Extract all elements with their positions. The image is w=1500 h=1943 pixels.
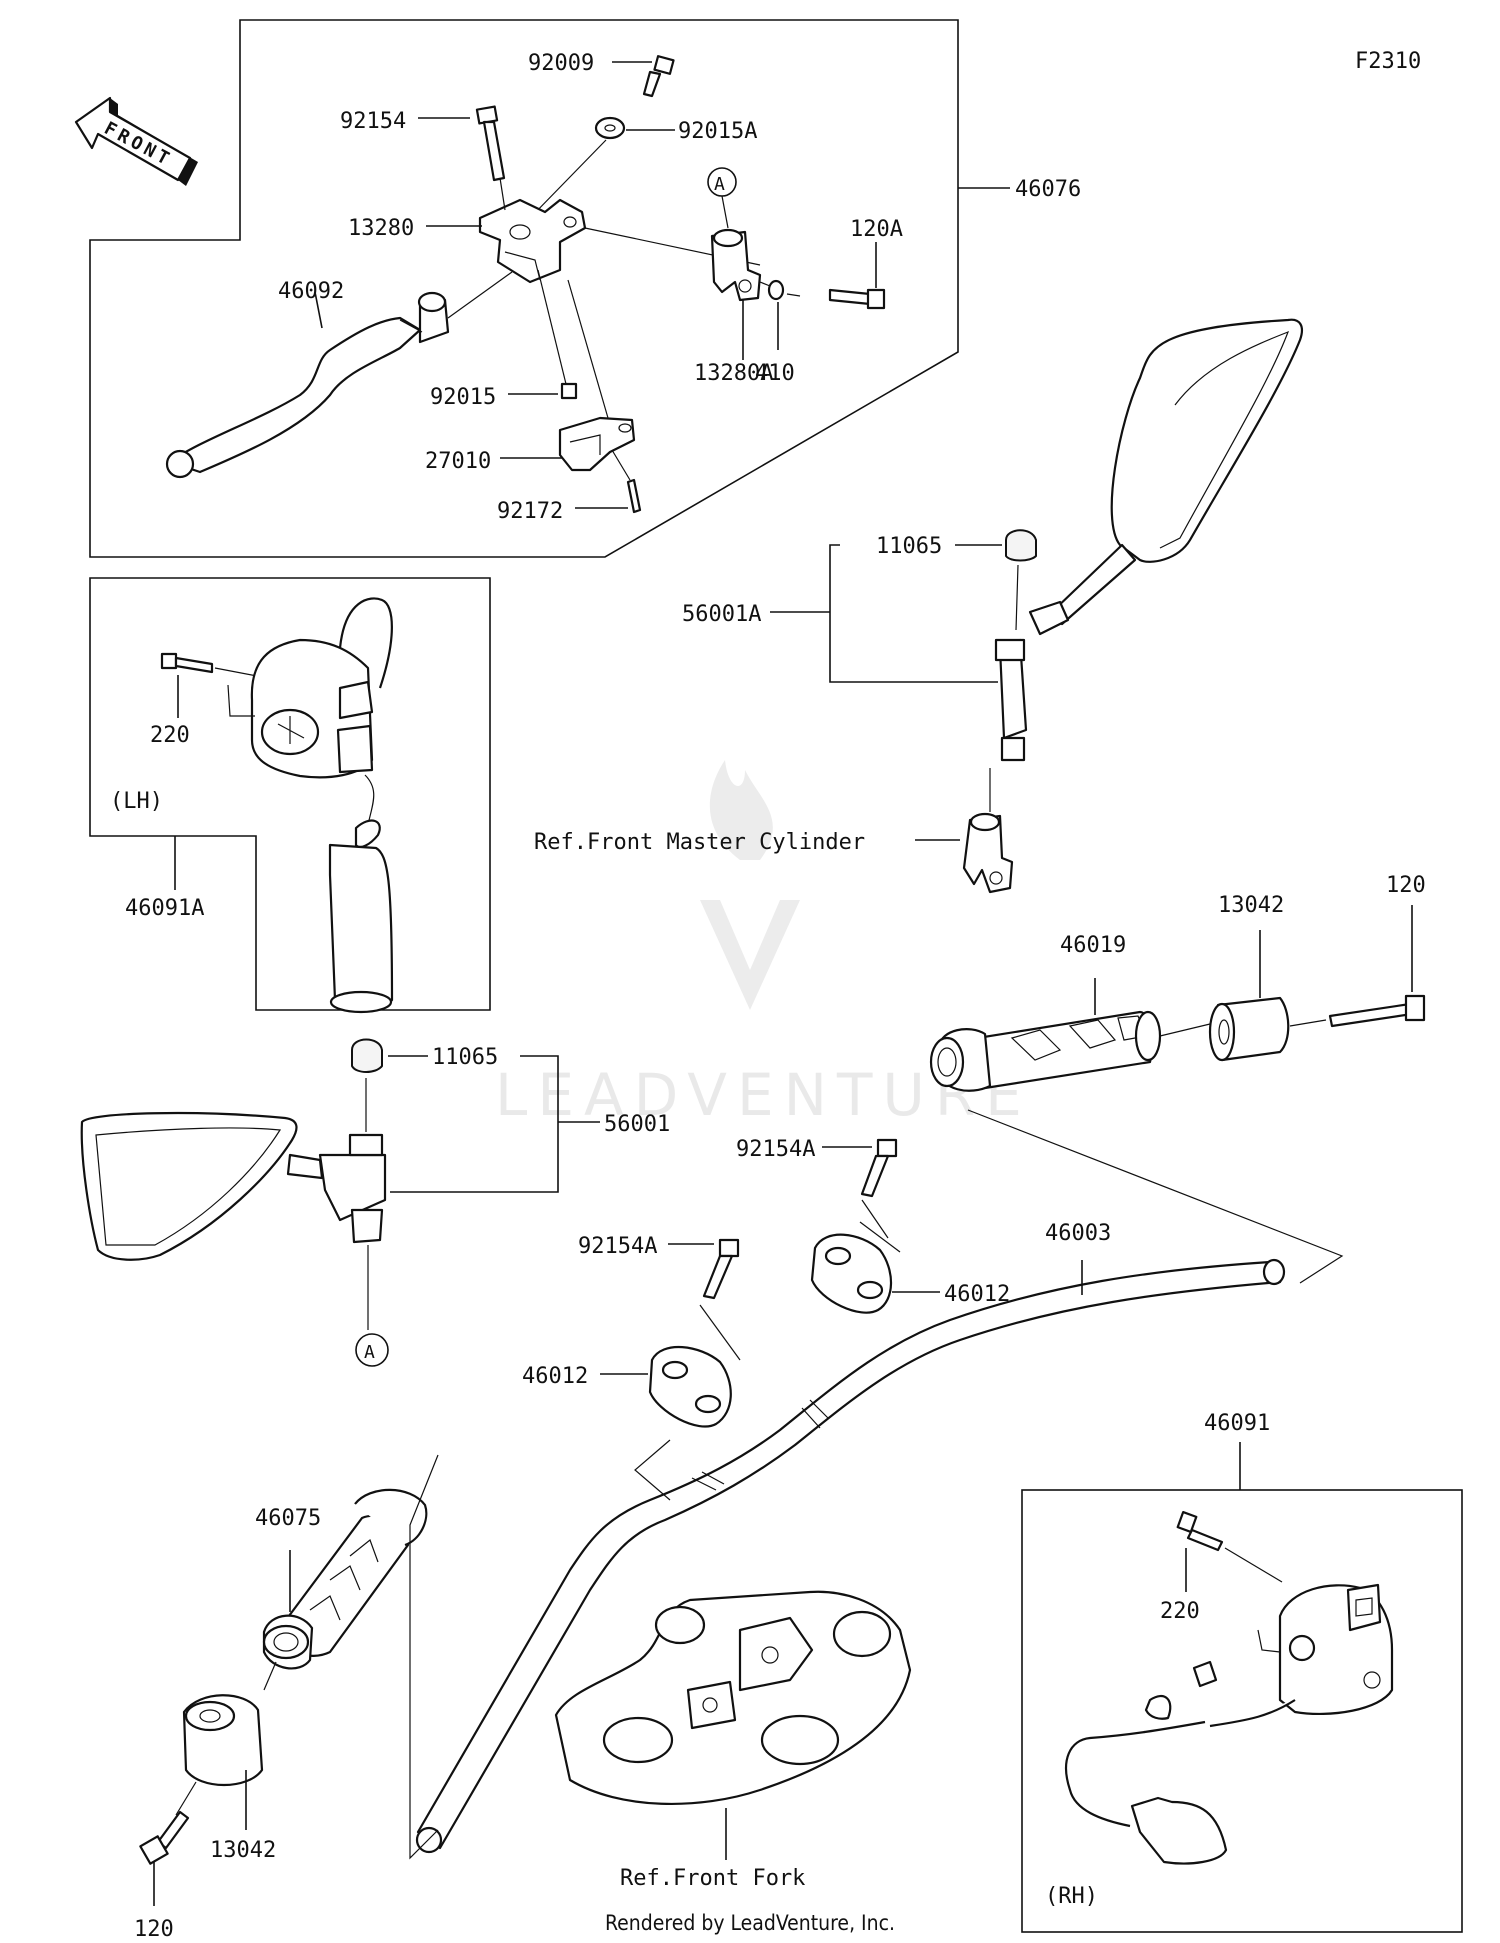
part-46012-right: 46012 (944, 1282, 1010, 1307)
master-cylinder-clamp (962, 812, 1014, 894)
bolt-120A (828, 288, 886, 310)
washer-92015A (594, 116, 626, 140)
part-92154A-left: 92154A (578, 1234, 657, 1259)
handlebar-46003 (415, 1258, 1286, 1854)
lh-switch-housing (227, 597, 394, 1014)
callout-a-bottom (355, 1333, 389, 1367)
part-92009: 92009 (528, 51, 594, 76)
nut-92015 (560, 382, 578, 400)
bar-end-weight-13042-top (1208, 996, 1290, 1062)
part-46003: 46003 (1045, 1221, 1111, 1246)
part-13280: 13280 (348, 216, 414, 241)
screw-220-lh (160, 652, 214, 674)
part-56001A: 56001A (682, 602, 761, 627)
grip-46019 (929, 1010, 1162, 1092)
part-92154A-top: 92154A (736, 1137, 815, 1162)
bolt-120-top (1328, 994, 1426, 1028)
ref-front-fork: Ref.Front Fork (620, 1866, 805, 1891)
part-46076: 46076 (1015, 177, 1081, 202)
svg-text:A: A (714, 174, 725, 195)
part-56001: 56001 (604, 1112, 670, 1137)
mirror-56001 (80, 1111, 387, 1261)
washer-410 (767, 279, 785, 301)
part-13042-top: 13042 (1218, 893, 1284, 918)
grip-46075 (262, 1488, 428, 1670)
part-46012-left: 46012 (522, 1364, 588, 1389)
part-410: 410 (755, 361, 795, 386)
part-27010: 27010 (425, 449, 491, 474)
part-46019: 46019 (1060, 933, 1126, 958)
part-46091A: 46091A (125, 896, 204, 921)
mirror-56001A (994, 318, 1304, 762)
figure-code: F2310 (1355, 49, 1421, 74)
part-92015A: 92015A (678, 119, 757, 144)
bolt-92154 (475, 105, 506, 182)
bolt-92154A-left (702, 1238, 740, 1300)
part-120-top: 120 (1386, 873, 1426, 898)
bolt-92154A-top (860, 1138, 898, 1198)
front-arrow-icon: FRONT (74, 96, 198, 186)
bolt-120-bottom (139, 1810, 190, 1865)
part-11065-left: 11065 (432, 1045, 498, 1070)
part-11065-top: 11065 (876, 534, 942, 559)
screw-92009 (642, 55, 675, 98)
part-13280A: 13280A (694, 361, 773, 386)
part-92172: 92172 (497, 499, 563, 524)
part-120-bottom: 120 (134, 1917, 174, 1938)
part-92154: 92154 (340, 109, 406, 134)
screw-220-rh (1176, 1510, 1224, 1552)
footer-credit: Rendered by LeadVenture, Inc. (605, 1911, 895, 1935)
rh-switch-housing (1065, 1583, 1394, 1865)
clutch-lever-46092 (165, 291, 450, 479)
bar-holder-46012-left (648, 1346, 732, 1428)
part-92015: 92015 (430, 385, 496, 410)
lever-holder-13280 (478, 198, 587, 284)
clamp-13280A (710, 228, 762, 302)
part-220-rh: 220 (1160, 1599, 1200, 1624)
side-label-lh: (LH) (110, 789, 163, 814)
side-label-rh: (RH) (1045, 1884, 1098, 1909)
clutch-switch-27010 (558, 416, 636, 472)
cap-11065-left (351, 1038, 383, 1073)
bar-holder-46012-right (810, 1233, 893, 1314)
part-46075: 46075 (255, 1506, 321, 1531)
part-46091: 46091 (1204, 1411, 1270, 1436)
bar-end-weight-13042-bottom (182, 1694, 264, 1787)
upper-triple-clamp (554, 1590, 912, 1806)
screw-92172 (626, 478, 642, 514)
part-46092: 46092 (278, 279, 344, 304)
part-220-lh: 220 (150, 723, 190, 748)
lh-switch-box (89, 577, 491, 1011)
part-120A: 120A (850, 217, 903, 242)
ref-front-master-cylinder: Ref.Front Master Cylinder (534, 830, 865, 855)
svg-text:A: A (364, 1342, 375, 1363)
part-13042-bottom: 13042 (210, 1838, 276, 1863)
rh-switch-box (1021, 1489, 1463, 1933)
cap-11065-right (1005, 529, 1037, 562)
lever-assembly-box (89, 19, 959, 558)
